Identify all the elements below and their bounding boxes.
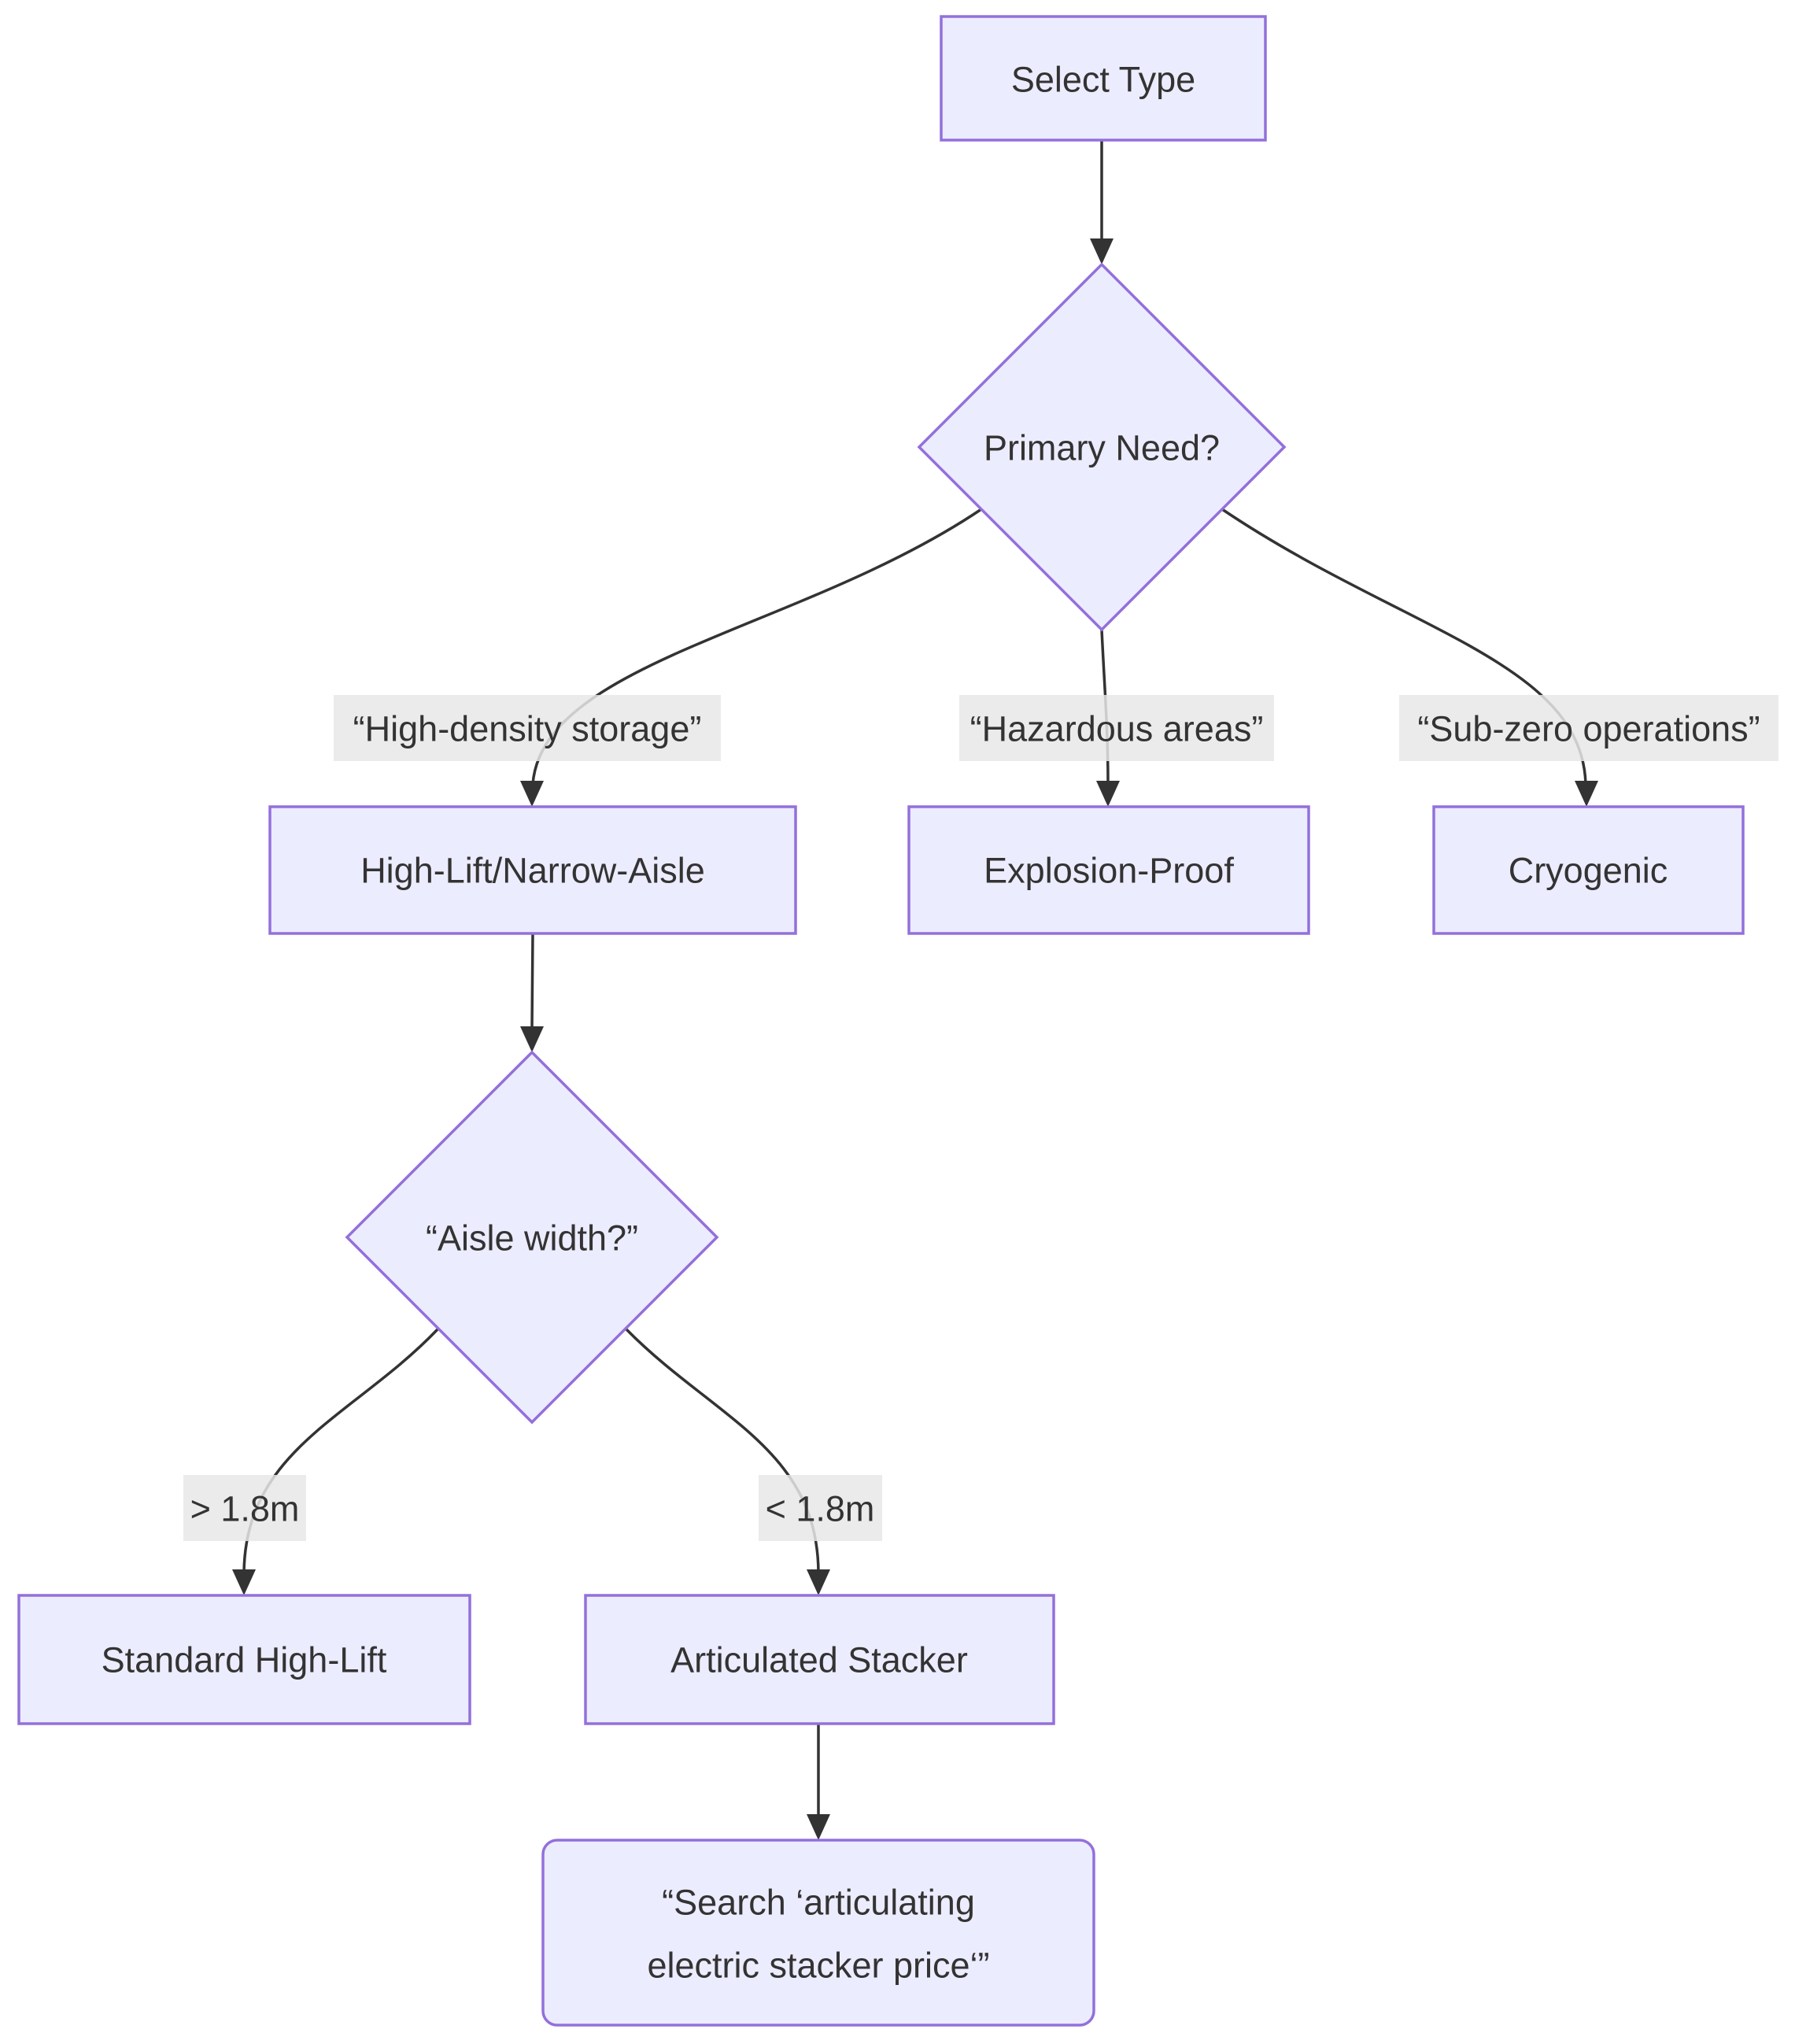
edge-label-bg (959, 695, 1274, 761)
node-primary-need: Primary Need? (917, 262, 1287, 632)
node-high-lift: High-Lift/Narrow-Aisle (268, 805, 797, 935)
edge-label-text: “High-density storage” (353, 709, 702, 749)
standard-high-lift-label: Standard High-Lift (102, 1640, 387, 1680)
aisle-width-label: “Aisle width?” (426, 1218, 638, 1259)
nodes: Select Type Primary Need? High-Lift/Narr… (17, 15, 1745, 2027)
arrowhead-articulated (807, 1569, 830, 1595)
edge-label-text: > 1.8m (190, 1489, 300, 1529)
search-action-label-line2: electric stacker price‘” (647, 1946, 989, 1986)
arrowhead-need (1090, 238, 1114, 264)
edge-label-subzero: “Sub-zero operations” (1399, 695, 1778, 761)
edge-label-text: < 1.8m (766, 1489, 875, 1529)
edge-highlift-to-aisle (530, 933, 534, 1029)
edge-label-text: “Sub-zero operations” (1417, 709, 1760, 749)
aisle-width-diamond (345, 1050, 719, 1425)
node-cryogenic: Cryogenic (1432, 805, 1745, 935)
arrowhead-explosion (1096, 781, 1120, 807)
edge-label-bg (183, 1475, 306, 1541)
arrowhead-search (807, 1814, 830, 1840)
edge-label-gt18: > 1.8m (183, 1475, 306, 1541)
edge-labels: “High-density storage” “Hazardous areas”… (183, 695, 1778, 1541)
edge-label-bg (759, 1475, 882, 1541)
node-explosion-proof: Explosion-Proof (907, 805, 1310, 935)
node-aisle-width: “Aisle width?” (345, 1050, 719, 1425)
high-lift-label: High-Lift/Narrow-Aisle (360, 851, 705, 891)
arrowhead-standard (232, 1569, 256, 1595)
edge-label-text: “Hazardous areas” (970, 709, 1264, 749)
edge-label-hazardous: “Hazardous areas” (959, 695, 1274, 761)
arrowhead-highlift (520, 781, 544, 807)
node-search-action: “Search ‘articulating electric stacker p… (541, 1839, 1095, 2027)
cryogenic-label: Cryogenic (1509, 851, 1668, 891)
arrowhead-cryogenic (1575, 781, 1598, 807)
edges (232, 140, 1598, 1840)
node-select-type: Select Type (940, 15, 1267, 142)
high-lift-box (268, 805, 797, 935)
primary-need-diamond (917, 262, 1287, 632)
explosion-proof-label: Explosion-Proof (984, 851, 1234, 891)
cryogenic-box (1432, 805, 1745, 935)
search-action-label-line1: “Search ‘articulating (662, 1883, 975, 1923)
node-standard-high-lift: Standard High-Lift (17, 1594, 471, 1725)
edge-label-bg (334, 695, 721, 761)
explosion-proof-box (907, 805, 1310, 935)
articulated-stacker-label: Articulated Stacker (670, 1640, 968, 1680)
primary-need-label: Primary Need? (984, 428, 1220, 468)
select-type-label: Select Type (1011, 60, 1195, 100)
select-type-box (940, 15, 1267, 142)
search-action-box (541, 1839, 1095, 2027)
edge-label-high-density: “High-density storage” (334, 695, 721, 761)
edge-label-bg (1399, 695, 1778, 761)
arrowhead-aisle (520, 1026, 544, 1052)
edge-label-lt18: < 1.8m (759, 1475, 882, 1541)
node-articulated-stacker: Articulated Stacker (584, 1594, 1055, 1725)
articulated-stacker-box (584, 1594, 1055, 1725)
standard-high-lift-box (17, 1594, 471, 1725)
